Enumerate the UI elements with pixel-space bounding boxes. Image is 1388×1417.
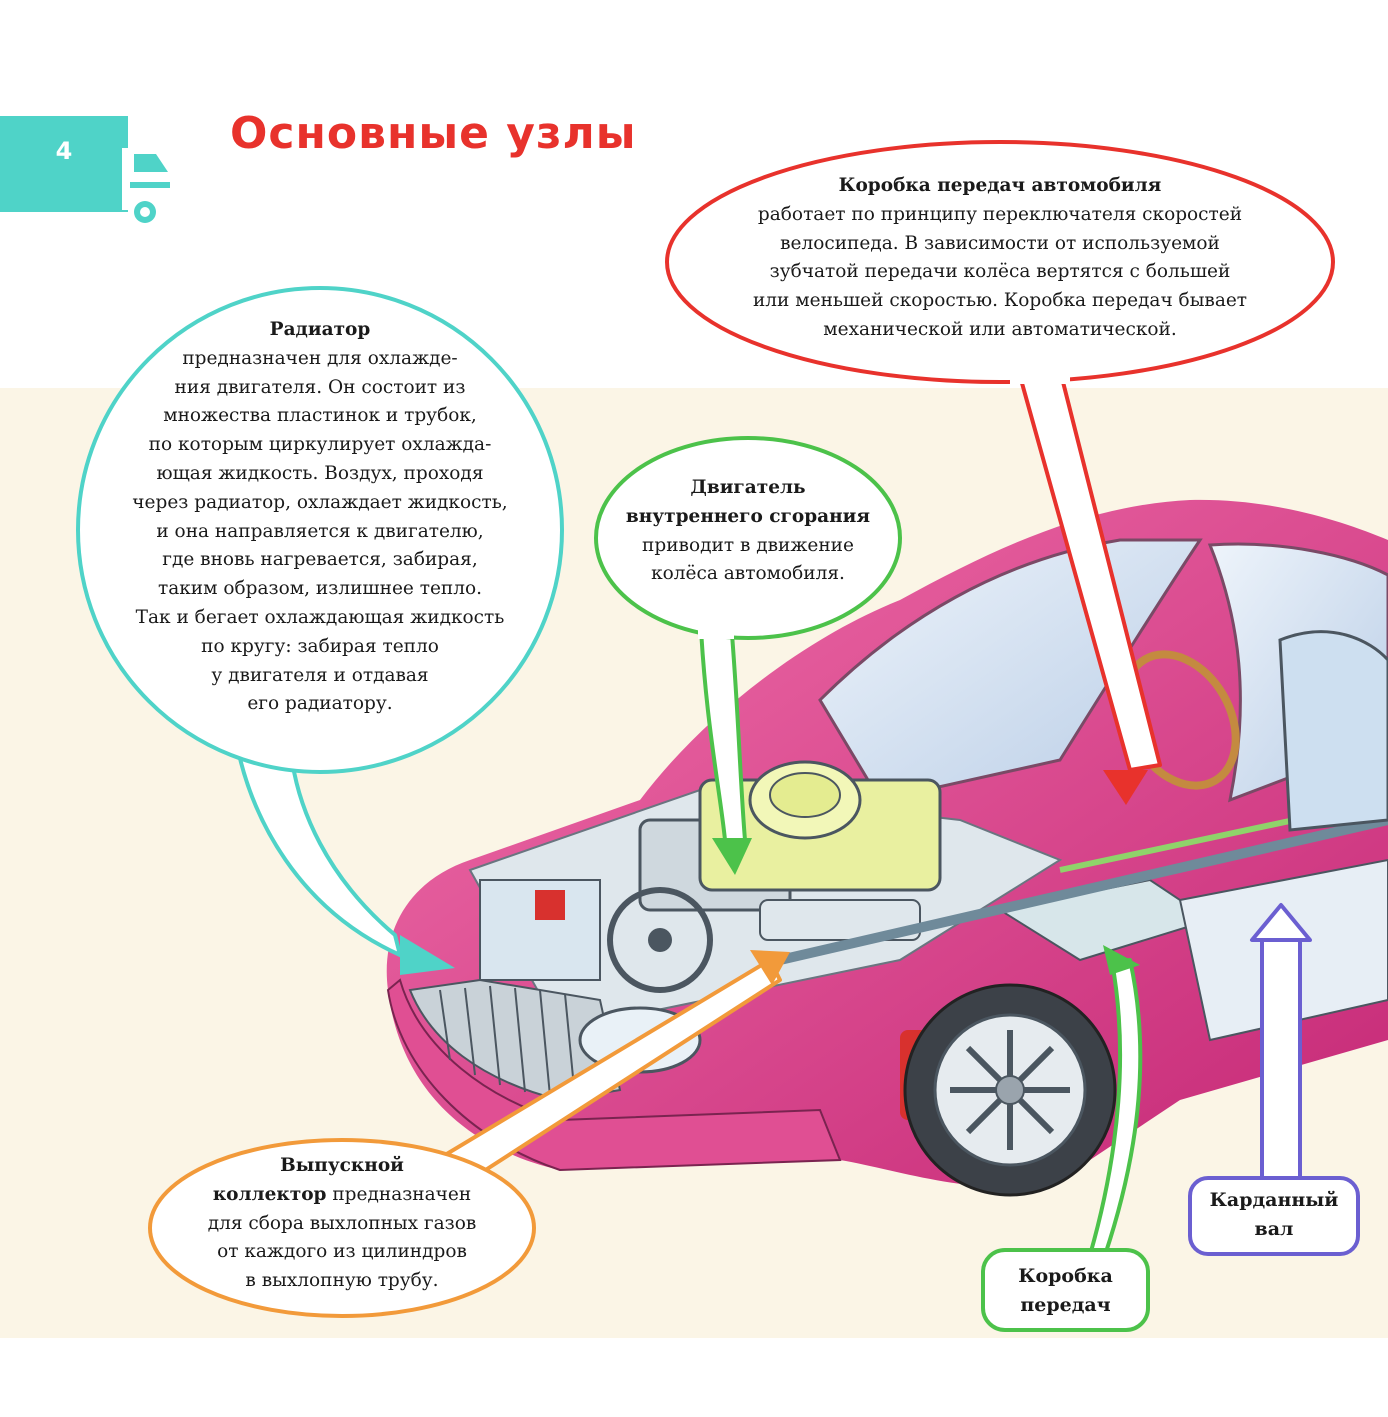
radiator-line: у двигателя и отдавая: [211, 664, 429, 686]
gearbox-callout-shape: [665, 140, 1335, 805]
gearbox-label-line1: Коробка: [1018, 1265, 1113, 1287]
engine-callout-shape: [594, 436, 902, 875]
radiator-line: таким образом, излишнее тепло.: [157, 578, 483, 600]
exhaust-line2-rest: предназначен: [326, 1183, 472, 1205]
driveshaft: [778, 815, 1388, 965]
exhaust-title-line2: коллектор: [212, 1183, 327, 1205]
exhaust-line-2: коллектор предназначен: [172, 1181, 512, 1210]
gearbox-info-line: или меньшей скоростью. Коробка передач б…: [752, 290, 1248, 312]
pulley: [607, 887, 713, 993]
engine-line: колёса автомобиля.: [651, 563, 845, 585]
gearbox-info-line: велосипеда. В зависимости от используемо…: [780, 232, 1220, 254]
gearbox-info-line: механической или автоматической.: [823, 318, 1177, 340]
page-title: Основные узлы: [230, 108, 637, 159]
radiator-line: и она направляется к двигателю,: [156, 520, 484, 542]
engine-line: приводит в движение: [642, 534, 854, 556]
page-tab: [0, 116, 128, 212]
seat: [1278, 630, 1388, 832]
front-wheel: [903, 983, 1117, 1197]
driveshaft-label-line1: Карданный: [1209, 1189, 1339, 1211]
exhaust-line: в выхлопную трубу.: [245, 1270, 439, 1292]
gearbox-info-line: работает по принципу переключателя скоро…: [757, 203, 1243, 225]
radiator-line: ющая жидкость. Воздух, проходя: [156, 462, 484, 484]
driveshaft-label: Карданный вал: [1190, 1186, 1358, 1244]
gearbox-info-line: зубчатой передачи колёса вертятся с боль…: [769, 261, 1231, 283]
gearbox-info-text: Коробка передач автомобиля работает по п…: [700, 172, 1300, 345]
engine: [638, 760, 942, 941]
exhaust-callout-shape: [148, 950, 790, 1318]
gearbox-label: Коробка передач: [983, 1262, 1148, 1320]
page-number: 4: [55, 137, 73, 165]
gearbox-label-shape: [981, 945, 1150, 1332]
engine-title-line1: Двигатель: [690, 477, 806, 498]
engine-title-line2: внутреннего сгорания: [625, 505, 871, 527]
radiator-line: множества пластинок и трубок,: [163, 405, 477, 427]
exhaust-line: от каждого из цилиндров: [217, 1241, 467, 1263]
radiator-line: предназначен для охлажде-: [182, 347, 458, 369]
driveshaft-label-shape: [1188, 903, 1360, 1256]
gearbox-label-line2: передач: [1020, 1294, 1111, 1316]
driveshaft-label-line2: вал: [1254, 1218, 1294, 1240]
radiator-title: Радиатор: [269, 319, 371, 340]
engine-callout-text: Двигатель внутреннего сгорания приводит …: [610, 474, 886, 589]
radiator-line: через радиатор, охлаждает жидкость,: [132, 491, 508, 513]
exhaust-line: для сбора выхлопных газов: [207, 1212, 477, 1234]
exhaust-title-line1: Выпускной: [280, 1155, 404, 1176]
radiator-line: по кругу: забирая тепло: [201, 635, 439, 657]
radiator-line: по которым циркулирует охлажда-: [148, 434, 492, 456]
radiator-line: ния двигателя. Он состоит из: [174, 376, 466, 398]
radiator-callout-shape: [76, 286, 564, 975]
gearbox-info-title: Коробка передач автомобиля: [838, 175, 1162, 196]
exhaust-callout-text: Выпускной коллектор предназначен для сбо…: [172, 1152, 512, 1296]
radiator-line: где вновь нагревается, забирая,: [162, 549, 478, 571]
radiator-callout-text: Радиатор предназначен для охлажде- ния д…: [100, 316, 540, 719]
radiator-line: его радиатору.: [247, 693, 393, 715]
truck-icon: [122, 148, 176, 223]
radiator-line: Так и бегает охлаждающая жидкость: [135, 606, 505, 628]
